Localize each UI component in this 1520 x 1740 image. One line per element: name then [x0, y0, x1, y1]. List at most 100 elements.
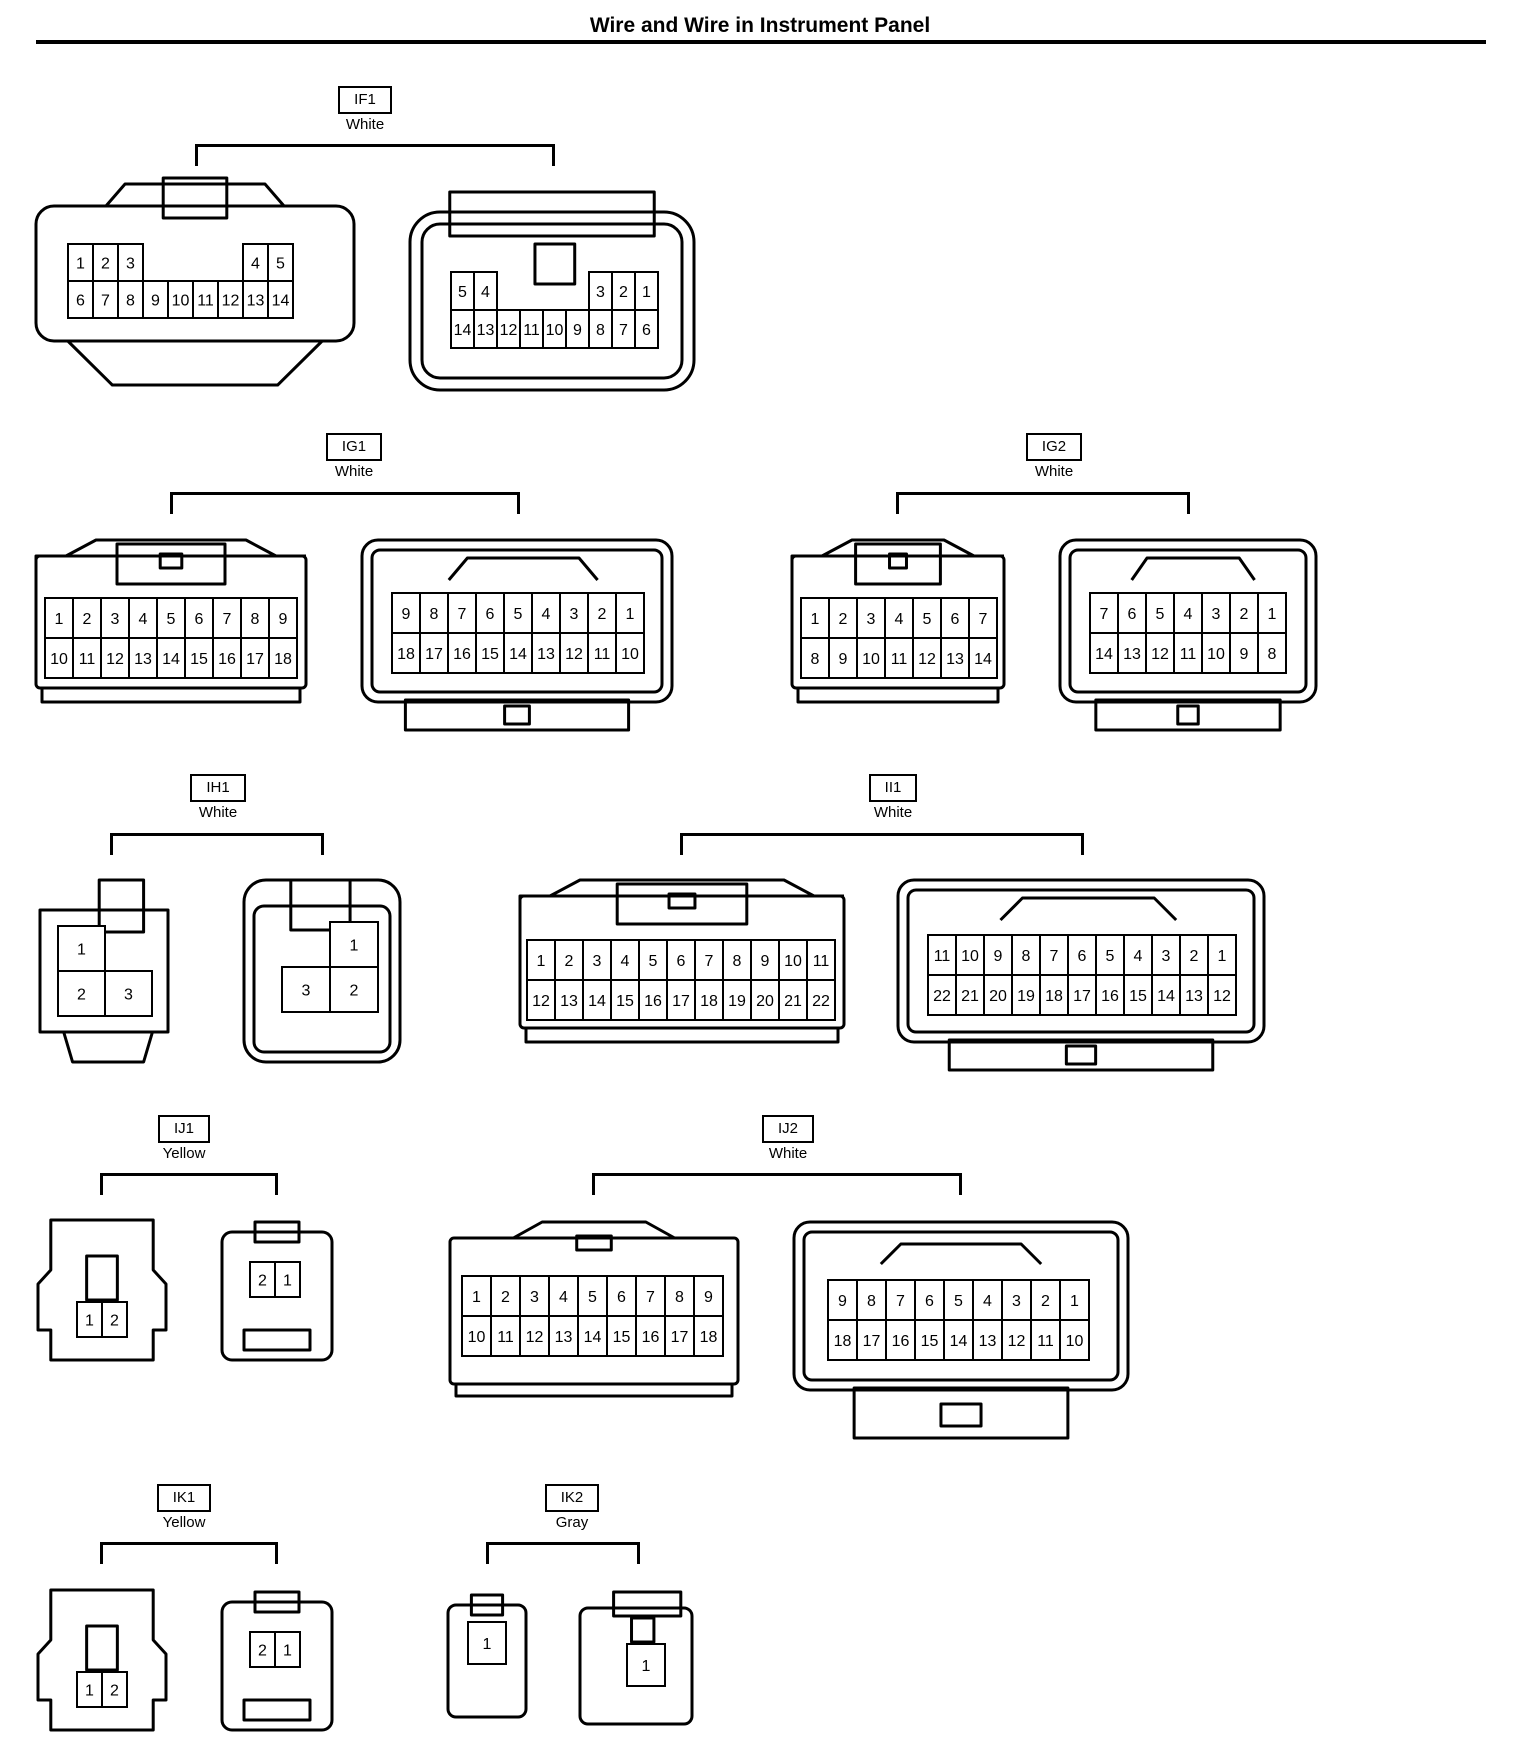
pin-number: 16: [1101, 988, 1119, 1005]
pin-number: 21: [961, 988, 979, 1005]
pin-cell: [128, 637, 158, 679]
pin-number: 13: [537, 646, 555, 663]
pin-cell: [526, 979, 556, 1021]
connector-color: White: [1034, 463, 1074, 480]
pin-number: 17: [672, 993, 690, 1010]
pin-cell: [943, 1279, 974, 1321]
pin-number: 8: [1268, 646, 1277, 663]
pin-number: 12: [1213, 988, 1231, 1005]
connector-code: IG1: [325, 433, 383, 461]
pin-cell: [610, 979, 640, 1021]
connector-bracket: [100, 1542, 278, 1564]
pin-number: 8: [596, 322, 605, 339]
pin-number: 2: [83, 611, 92, 628]
pin-number: 10: [1207, 646, 1225, 663]
pin-number: 10: [468, 1329, 486, 1346]
pin-number: 12: [1151, 646, 1169, 663]
pin-number: 1: [283, 1273, 292, 1290]
pin-cell: [693, 1315, 724, 1357]
pin-number: 5: [649, 953, 658, 970]
pin-cell: [212, 637, 242, 679]
pin-number: 6: [925, 1293, 934, 1310]
pin-cell: [57, 925, 106, 972]
pin-number: 10: [862, 651, 880, 668]
pin-cell: [800, 637, 830, 679]
pin-cell: [806, 979, 836, 1021]
pin-number: 11: [1180, 646, 1197, 663]
connector-color: Gray: [555, 1514, 589, 1531]
connector-label-ii1: II1 White: [793, 774, 993, 821]
connector-label-ij2: IJ2 White: [688, 1115, 888, 1162]
pin-number: 5: [458, 284, 467, 301]
connector-code: IJ2: [761, 1115, 814, 1143]
pin-number: 13: [555, 1329, 573, 1346]
pin-number: 2: [77, 987, 86, 1004]
pin-number: 6: [1078, 948, 1087, 965]
pin-number: 2: [501, 1289, 510, 1306]
pin-number: 5: [923, 611, 932, 628]
pin-number: 20: [756, 993, 774, 1010]
pin-number: 1: [642, 1658, 651, 1675]
pin-number: 4: [251, 256, 260, 273]
pin-number: 4: [621, 953, 630, 970]
pin-number: 7: [619, 322, 628, 339]
pin-cell: [940, 637, 970, 679]
pin-number: 9: [279, 611, 288, 628]
pin-number: 22: [933, 988, 951, 1005]
connector-color: White: [198, 804, 238, 821]
pin-cell: [467, 1621, 507, 1665]
pin-cell: [101, 1301, 128, 1338]
pin-number: 9: [1240, 646, 1249, 663]
pin-cell: [1001, 1319, 1032, 1361]
pin-number: 12: [565, 646, 583, 663]
pin-cell: [943, 1319, 974, 1361]
pin-number: 6: [1128, 606, 1137, 623]
pin-cell: [44, 597, 74, 639]
pin-number: 1: [55, 611, 64, 628]
pin-cell: [67, 280, 94, 319]
pin-cell: [329, 966, 379, 1013]
pin-cell: [92, 280, 119, 319]
pin-cell: [1095, 974, 1125, 1016]
connector-color: White: [334, 463, 374, 480]
pin-cell: [635, 1315, 666, 1357]
pin-number: 6: [677, 953, 686, 970]
pin-cell: [577, 1315, 608, 1357]
pin-number: 7: [223, 611, 232, 628]
pin-number: 3: [1212, 606, 1221, 623]
pin-number: 2: [110, 1313, 119, 1330]
pin-cell: [722, 979, 752, 1021]
pin-number: 1: [472, 1289, 481, 1306]
pin-number: 2: [619, 284, 628, 301]
pin-cell: [559, 632, 589, 674]
pin-cell: [242, 243, 269, 282]
pin-number: 15: [1129, 988, 1147, 1005]
connector-color: White: [873, 804, 913, 821]
connector-code: IK1: [156, 1484, 212, 1512]
pin-number: 5: [276, 256, 285, 273]
pin-number: 7: [1100, 606, 1109, 623]
pin-number: 2: [598, 606, 607, 623]
pin-number: 11: [79, 651, 96, 668]
pin-number: 18: [700, 1329, 718, 1346]
pin-number: 18: [397, 646, 415, 663]
pin-number: 4: [1184, 606, 1193, 623]
connector-bracket: [680, 833, 1084, 855]
pin-cell: [1011, 974, 1041, 1016]
connector-color: Yellow: [162, 1145, 206, 1162]
pin-number: 16: [218, 651, 236, 668]
pin-number: 13: [979, 1333, 997, 1350]
pin-number: 8: [811, 651, 820, 668]
pin-number: 14: [272, 293, 290, 310]
pin-number: 1: [483, 1636, 492, 1653]
pin-number: 1: [85, 1683, 94, 1700]
